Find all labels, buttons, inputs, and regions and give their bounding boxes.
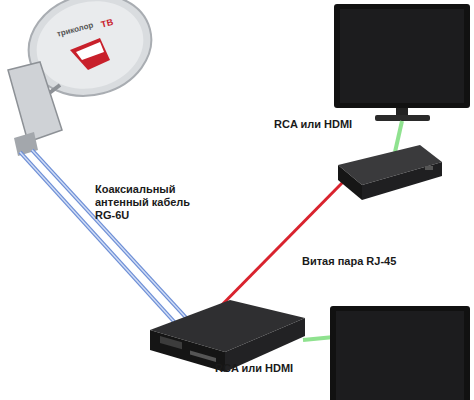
twisted-pair-cable [205,180,345,322]
tv-screen [340,9,464,103]
box-side [338,165,362,200]
logo-mark [70,38,110,70]
cable-label: RCA или HDMI [215,362,325,375]
cable-label: Витая пара RJ-45 [302,255,422,268]
tv-stand [375,115,430,121]
box-front [150,330,225,372]
rca-hdmi-cable [395,121,402,152]
coax-cable [20,152,178,326]
tv-frame [330,306,470,400]
lnb-converter [8,62,62,156]
set-top-box [338,145,442,200]
card-slot [190,350,216,361]
lnb-body [8,62,62,142]
tv-set [330,306,470,400]
tv-screen [336,311,464,400]
coax-cable [20,152,178,326]
coax-cables [20,150,190,326]
logo-mark [76,42,104,60]
tv-neck [396,108,408,116]
rca-hdmi-cable [303,337,334,340]
satellite-receiver [150,300,305,372]
box-slot [425,166,433,170]
coax-cable [32,150,190,322]
box-front [362,162,442,200]
tv-set [334,4,470,121]
tv-frame [334,4,470,108]
cable-label: RCA или HDMI [274,118,384,131]
box-display [160,336,182,349]
cable-label: Коаксиальный антенный кабель RG-6U [95,183,213,222]
coax-cable [32,150,190,322]
